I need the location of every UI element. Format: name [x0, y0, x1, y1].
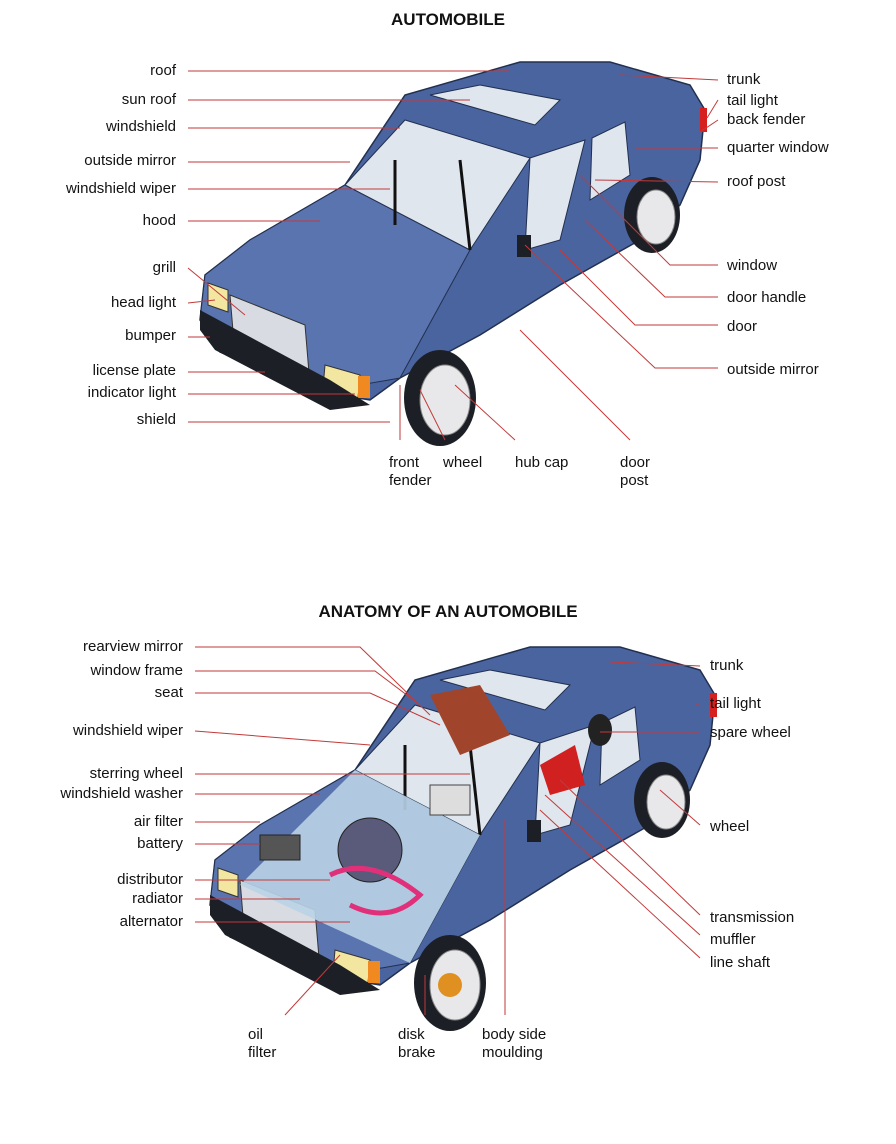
label-tail-light-2: tail light [710, 695, 761, 712]
car-anatomy-illustration [208, 645, 719, 1033]
label-transmission: transmission [710, 909, 795, 926]
leader-lines-diagram1 [187, 70, 719, 441]
label-quarter-window: quarter window [727, 139, 829, 156]
label-back-fender: back fender [727, 111, 806, 128]
label-hood: hood [142, 212, 176, 229]
label-shield: shield [136, 411, 176, 428]
label-grill: grill [152, 259, 176, 276]
label-head-light: head light [110, 294, 176, 311]
label-seat: seat [154, 684, 183, 701]
label-radiator: radiator [132, 890, 183, 907]
label-windshield-wiper-2: windshield wiper [72, 722, 183, 739]
label-roof-post: roof post [727, 173, 786, 190]
label-steering-wheel: sterring wheel [89, 765, 183, 782]
leader-lines-diagram2 [194, 646, 701, 1016]
label-license-plate: license plate [92, 362, 176, 379]
label-door-handle: door handle [727, 289, 807, 306]
label-windshield: windshield [105, 118, 176, 135]
label-door: door [727, 318, 758, 335]
label-line-shaft: line shaft [710, 954, 771, 971]
label-air-filter: air filter [133, 813, 183, 830]
label-wheel: wheel [443, 454, 483, 471]
label-windshield-wiper: windshield wiper [65, 180, 176, 197]
label-indicator-light: indicator light [87, 384, 176, 401]
label-sun-roof: sun roof [121, 91, 176, 108]
label-distributor: distributor [117, 871, 183, 888]
label-rearview-mirror: rearview mirror [82, 638, 183, 655]
label-window: window [727, 257, 778, 274]
label-spare-wheel: spare wheel [710, 724, 791, 741]
label-outside-mirror-right: outside mirror [727, 361, 819, 378]
label-trunk-2: trunk [710, 657, 744, 674]
label-roof: roof [150, 62, 176, 79]
label-wheel-2: wheel [710, 818, 750, 835]
label-bumper: bumper [125, 327, 176, 344]
diagram1-title: AUTOMOBILE [391, 10, 505, 29]
car-exterior-illustration [198, 60, 709, 448]
diagram2-title: ANATOMY OF AN AUTOMOBILE [318, 602, 578, 621]
label-battery: battery [137, 835, 183, 852]
label-hub-cap: hub cap [515, 454, 569, 471]
label-alternator: alternator [119, 913, 183, 930]
label-outside-mirror: outside mirror [84, 152, 176, 169]
label-muffler: muffler [710, 931, 756, 948]
label-tail-light: tail light [727, 92, 778, 109]
label-window-frame: window frame [90, 662, 183, 679]
label-windshield-washer: windshield washer [60, 785, 183, 802]
label-trunk: trunk [727, 71, 761, 88]
